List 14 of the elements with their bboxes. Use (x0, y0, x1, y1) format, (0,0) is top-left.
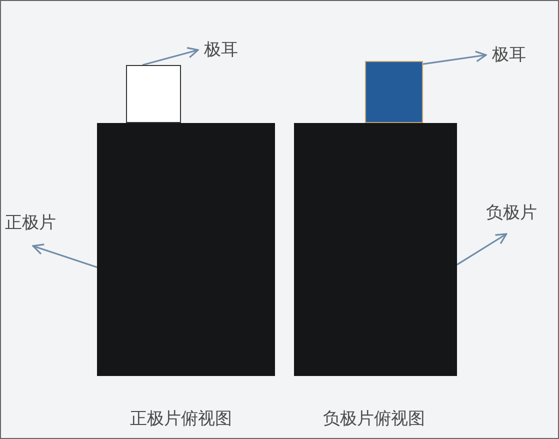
part-label: 极耳 (486, 44, 526, 66)
leader-arrow (456, 233, 508, 266)
leader-arrow (32, 244, 98, 268)
electrode-tab (126, 65, 181, 123)
leader-arrow (142, 46, 199, 66)
part-label: 正极片 (5, 212, 56, 246)
electrode-tab (365, 61, 423, 123)
negative-sheet (294, 123, 457, 376)
part-label: 极耳 (198, 39, 238, 61)
view-caption: 正极片俯视图 (130, 408, 232, 430)
view-caption: 负极片俯视图 (323, 408, 425, 430)
positive-sheet (97, 123, 275, 376)
part-label: 负极片 (486, 202, 537, 234)
leader-arrow (422, 50, 487, 65)
